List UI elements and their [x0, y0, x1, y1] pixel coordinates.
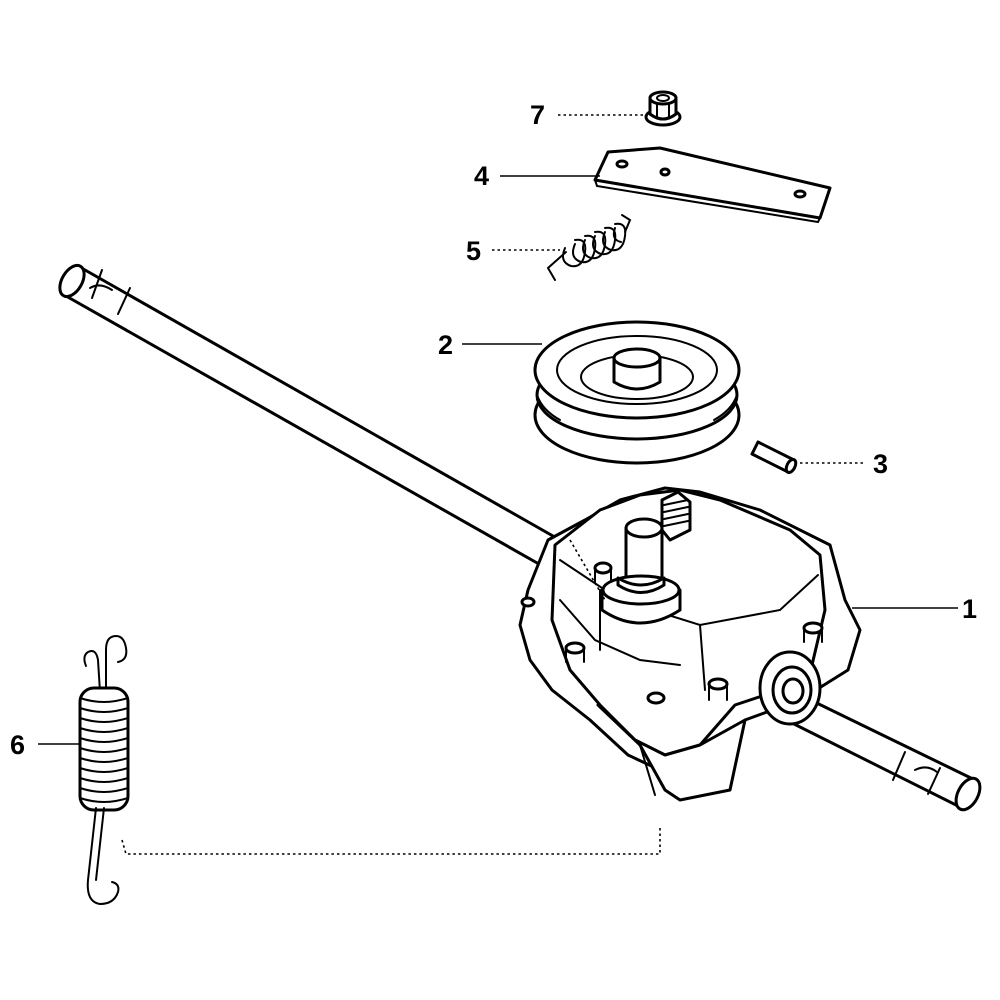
callout-1: 1: [962, 594, 977, 624]
extension-spring: [78, 634, 130, 906]
axle-shaft: [58, 263, 982, 812]
v-belt-pulley: [533, 320, 741, 465]
callout-3: 3: [873, 449, 888, 479]
callout-labels: 7 4 5 2 3 1 6: [10, 100, 977, 760]
spring-attachment-line: [121, 826, 661, 855]
callout-7: 7: [530, 100, 545, 130]
callout-6: 6: [10, 730, 25, 760]
torsion-spring: [546, 214, 632, 281]
flange-nut: [644, 90, 682, 127]
leader-lines: [38, 114, 958, 855]
callout-5: 5: [466, 236, 481, 266]
callout-2: 2: [438, 330, 453, 360]
callout-4: 4: [474, 161, 489, 191]
flat-plate: [593, 146, 832, 224]
gearbox-housing: [518, 486, 862, 802]
pin: [750, 440, 798, 474]
